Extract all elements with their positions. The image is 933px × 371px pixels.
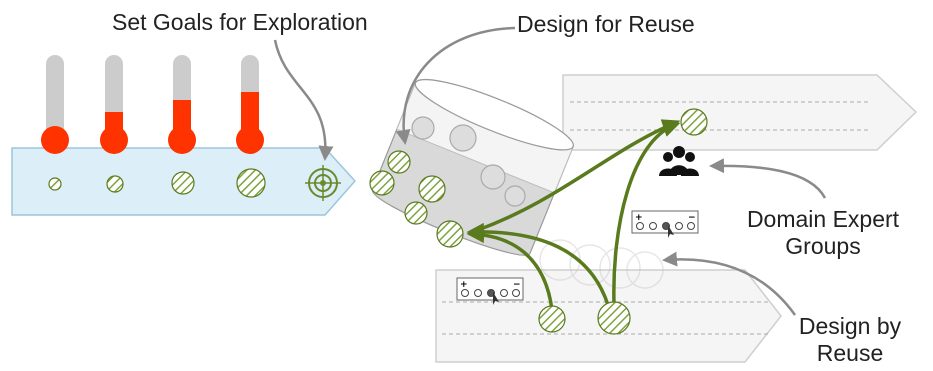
svg-text:−: −	[513, 280, 521, 290]
design-by-reuse-line1: Design by	[798, 313, 902, 339]
library-grey-items	[411, 116, 526, 207]
set-goals-label: Set Goals for Exploration	[112, 9, 368, 35]
reuse-design-circle-1	[538, 305, 566, 333]
design-for-reuse-pointer	[395, 26, 516, 145]
design-circle-2	[106, 175, 124, 193]
domain-expert-label: Domain Expert Groups	[728, 206, 918, 260]
thermometer-3	[168, 55, 196, 154]
design-by-reuse-line2: Reuse	[816, 340, 884, 366]
thermometer-4	[236, 55, 264, 154]
thermometer-2	[100, 55, 128, 154]
domain-expert-pointer	[709, 158, 827, 199]
design-by-reuse-label: Design by Reuse	[780, 313, 920, 367]
reuse-arrows	[466, 119, 681, 311]
design-circle-1	[48, 177, 62, 191]
goals-pointer-arrow	[273, 39, 334, 161]
svg-text:+: +	[460, 280, 468, 290]
design-for-reuse-label: Design for Reuse	[517, 11, 695, 37]
slider-widget-icon: + −	[631, 210, 699, 238]
domain-expert-line1: Domain Expert	[746, 206, 900, 232]
thermometer-1	[41, 55, 69, 154]
svg-text:+: +	[635, 213, 643, 223]
design-circle-4	[236, 168, 266, 198]
svg-text:−: −	[688, 213, 696, 223]
target-icon	[305, 165, 341, 201]
slider-widget-icon-2: + −	[456, 277, 524, 305]
design-by-reuse-pointer	[662, 251, 797, 316]
library-design-items	[369, 150, 464, 248]
domain-track-arrow	[562, 74, 918, 151]
reuse-design-circle-2	[597, 301, 631, 335]
design-circle-3	[171, 171, 195, 195]
people-group-icon	[659, 146, 699, 176]
domain-expert-line2: Groups	[785, 233, 861, 259]
expert-design-circle	[680, 108, 708, 136]
